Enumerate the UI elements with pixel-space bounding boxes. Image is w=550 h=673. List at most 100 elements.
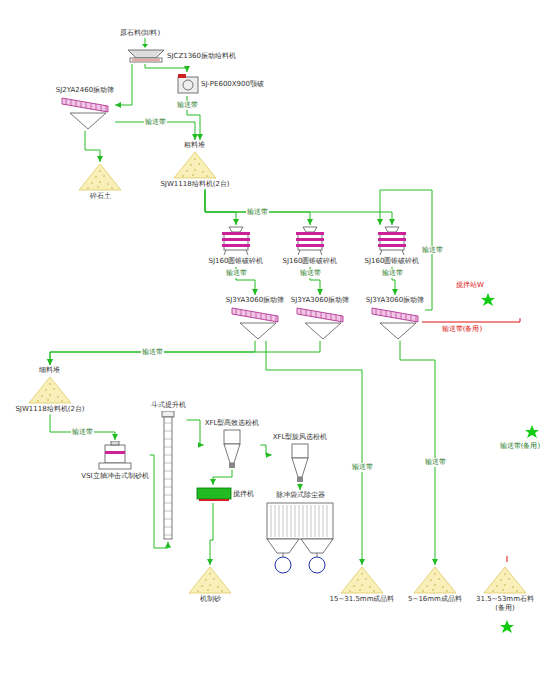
icon-shape — [349, 590, 351, 592]
icon-shape — [182, 175, 184, 177]
note-label: 输送带(备用) — [499, 442, 541, 450]
conveyor-label: 输送带 — [176, 101, 199, 109]
icon-shape — [201, 585, 203, 587]
icon-shape — [330, 314, 331, 320]
conveyor-line — [260, 445, 271, 455]
icon-shape — [275, 316, 276, 322]
icon-shape — [232, 308, 278, 322]
icon-shape — [378, 232, 406, 235]
icon-shape — [65, 99, 66, 105]
icon-shape — [250, 311, 251, 317]
icon-shape — [62, 98, 108, 112]
equipment-label: 5~16mm成品料 — [408, 595, 462, 604]
icon-shape — [484, 567, 526, 593]
icon-shape — [296, 238, 324, 241]
icon-shape — [380, 234, 404, 250]
icon-shape — [415, 316, 416, 322]
conveyor-label: 输送带 — [225, 269, 248, 277]
icon-shape — [245, 310, 246, 316]
powder-separator: XFL型旋风选粉机 — [272, 432, 329, 484]
conveyor-label: 输送带 — [299, 269, 322, 277]
conveyor-line — [115, 64, 132, 105]
icon-shape — [207, 589, 209, 591]
icon-shape — [128, 50, 164, 58]
icon-shape — [178, 77, 198, 93]
icon-shape — [434, 584, 436, 586]
vibrating-screen-icon — [295, 306, 345, 340]
conveyor-line — [205, 190, 236, 226]
icon-shape — [303, 505, 304, 537]
icon-shape — [70, 113, 106, 129]
icon-shape — [291, 505, 292, 537]
icon-shape — [235, 309, 236, 315]
conveyor-label: 输送带 — [351, 463, 374, 471]
icon-shape — [296, 232, 324, 235]
icon-shape — [327, 505, 328, 537]
icon-shape — [90, 103, 91, 109]
equipment-label: SJ3YA3060振动筛 — [366, 296, 424, 305]
equipment-label: 粗料堆 — [184, 141, 205, 150]
marker-tick — [507, 556, 508, 562]
icon-shape — [164, 446, 172, 447]
icon-shape — [194, 158, 196, 160]
icon-shape — [164, 430, 172, 431]
icon-shape — [186, 170, 188, 172]
icon-shape — [255, 312, 256, 318]
icon-shape — [100, 105, 101, 111]
icon-shape — [99, 170, 101, 172]
spare-conveyor — [520, 318, 521, 322]
icon-shape — [80, 101, 81, 107]
icon-shape — [105, 445, 125, 463]
icon-shape — [410, 315, 411, 321]
equipment-label: VSI立轴冲击式制砂机 — [81, 472, 148, 481]
icon-shape — [164, 454, 172, 455]
icon-shape — [49, 383, 51, 385]
icon-shape — [357, 579, 359, 581]
equipment-label: SJW1118给料机(2台) — [15, 405, 84, 414]
icon-shape — [29, 377, 71, 403]
stockpile: 碎石土 — [77, 162, 123, 202]
vibrating-feeder: SJCZ1360振动给料机 — [125, 48, 237, 64]
icon-shape — [130, 58, 162, 62]
stockpile-icon — [413, 566, 457, 594]
icon-shape — [380, 310, 381, 316]
icon-shape — [103, 175, 105, 177]
conveyor-line — [145, 64, 187, 72]
powder-separator-icon — [220, 429, 244, 469]
icon-shape — [380, 250, 382, 255]
icon-shape — [87, 187, 89, 189]
icon-shape — [369, 586, 371, 588]
icon-shape — [512, 586, 514, 588]
icon-shape — [438, 578, 440, 580]
icon-shape — [305, 323, 341, 339]
vibrating-screen: SJ2YA2460振动筛 — [55, 85, 115, 131]
vibrating-screen: SJ3YA3060振动筛 — [225, 295, 285, 341]
vibrating-screen-icon — [230, 306, 280, 340]
cone-crusher: SJ160圆锥破碎机 — [208, 225, 265, 267]
icon-shape — [315, 505, 316, 537]
equipment-label: XFL型旋风选粉机 — [273, 433, 328, 442]
icon-shape — [183, 80, 193, 90]
icon-shape — [361, 584, 363, 586]
icon-shape — [164, 526, 172, 527]
conveyor-label: 输送带 — [71, 428, 94, 436]
vibrating-feeder-icon — [126, 49, 166, 63]
icon-shape — [405, 314, 406, 320]
icon-shape — [265, 314, 266, 320]
stockpile: 31.5~53mm石料(备用) — [472, 565, 538, 614]
conveyor-label: 输送带 — [424, 458, 447, 466]
conveyor-label: 输送带 — [144, 118, 167, 126]
icon-shape — [395, 312, 396, 318]
icon-shape — [373, 590, 375, 592]
icon-shape — [292, 458, 308, 477]
stockpile-icon — [78, 163, 122, 191]
icon-shape — [79, 164, 121, 190]
icon-shape — [164, 534, 172, 535]
vibrating-screen-icon — [60, 96, 110, 130]
icon-shape — [41, 395, 43, 397]
stockpile-icon — [188, 566, 232, 594]
icon-shape — [341, 567, 383, 593]
icon-shape — [504, 573, 506, 575]
icon-shape — [315, 311, 316, 317]
icon-shape — [279, 505, 280, 537]
